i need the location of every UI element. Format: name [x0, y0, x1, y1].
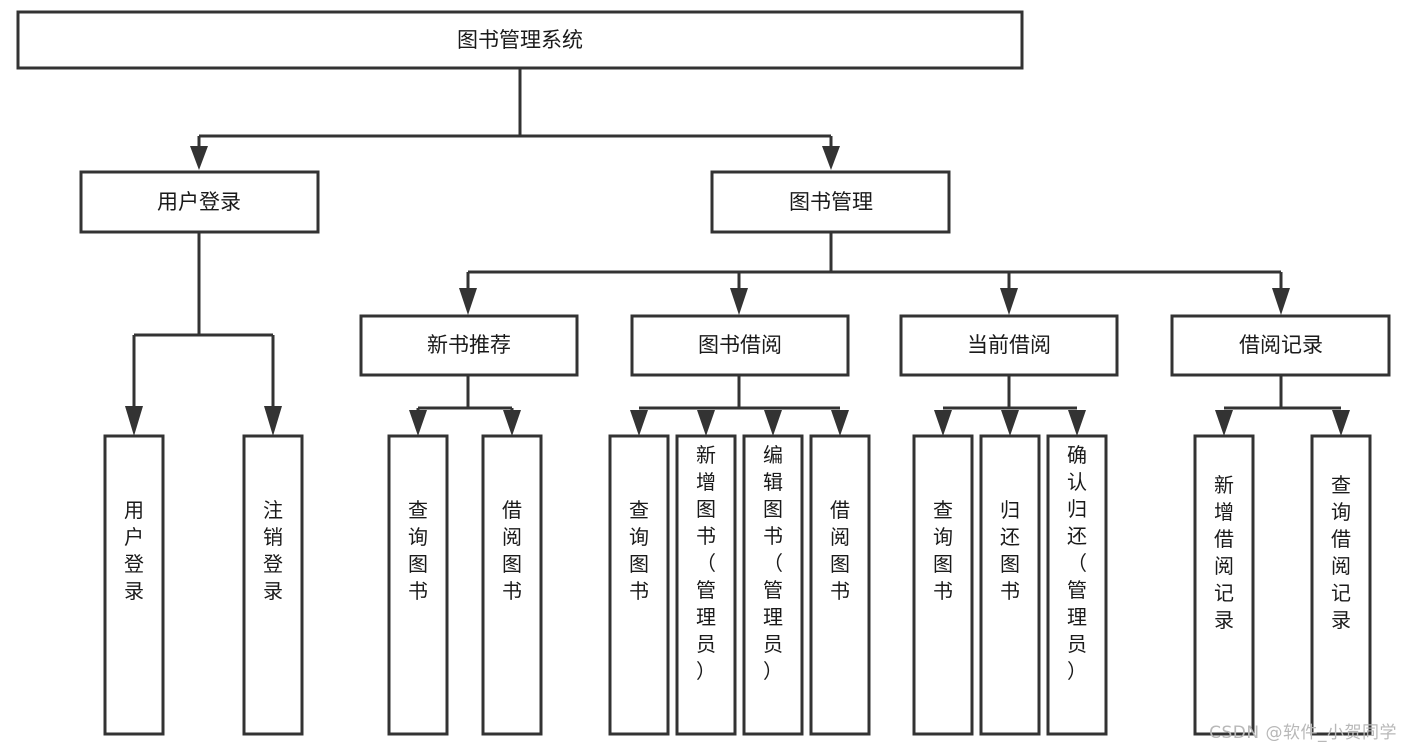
new-book-recommend-label: 新书推荐: [427, 333, 511, 357]
leaf-query-book-1-box[interactable]: [387, 434, 449, 736]
arrow-current-borrow: [1000, 288, 1018, 315]
node-book-borrow[interactable]: 图书借阅: [630, 314, 850, 377]
book-borrow-box[interactable]: [630, 314, 850, 377]
node-leaf-add-record[interactable]: 新增借阅记录: [1193, 434, 1255, 736]
node-current-borrow[interactable]: 当前借阅: [899, 314, 1119, 377]
node-leaf-query-book-2[interactable]: 查询图书: [608, 434, 670, 736]
leaf-user-login-box[interactable]: [103, 434, 165, 736]
arrow-book-management: [822, 146, 840, 170]
node-leaf-borrow-book-1[interactable]: 借阅图书: [481, 434, 543, 736]
arrow-leaf-query-book-1: [409, 410, 427, 436]
arrow-leaf-confirm-return: [1068, 410, 1086, 436]
node-leaf-logout-login[interactable]: 注销登录: [242, 434, 304, 736]
leaf-query-book-2-box[interactable]: [608, 434, 670, 736]
root-box[interactable]: [16, 10, 1024, 70]
connector-layer: [125, 68, 1350, 436]
leaf-add-record-box[interactable]: [1193, 434, 1255, 736]
node-leaf-return-book[interactable]: 归还图书: [979, 434, 1041, 736]
leaf-query-book-2-label: 查询图书: [629, 498, 649, 603]
leaf-add-record-label: 新增借阅记录: [1214, 473, 1234, 632]
leaf-confirm-return-box[interactable]: [1046, 434, 1108, 736]
node-leaf-add-book[interactable]: 新增图书（管理员）: [675, 434, 737, 736]
leaf-borrow-book-2-box[interactable]: [809, 434, 871, 736]
current-borrow-box[interactable]: [899, 314, 1119, 377]
arrow-leaf-add-record: [1215, 410, 1233, 436]
leaf-return-book-box[interactable]: [979, 434, 1041, 736]
node-user-login[interactable]: 用户登录: [79, 170, 320, 234]
book-management-box[interactable]: [710, 170, 951, 234]
arrow-borrow-record: [1272, 288, 1290, 315]
node-leaf-confirm-return[interactable]: 确认归还（管理员）: [1046, 434, 1108, 736]
leaf-logout-login-box[interactable]: [242, 434, 304, 736]
leaf-borrow-book-1-label: 借阅图书: [502, 498, 522, 603]
leaf-logout-login-label: 注销登录: [263, 498, 283, 603]
node-leaf-borrow-book-2[interactable]: 借阅图书: [809, 434, 871, 736]
arrow-leaf-query-book-2: [630, 410, 648, 436]
arrow-leaf-return-book: [1001, 410, 1019, 436]
arrow-leaf-query-book-3: [934, 410, 952, 436]
arrow-leaf-add-book: [697, 410, 715, 436]
leaf-query-record-box[interactable]: [1310, 434, 1372, 736]
leaf-query-book-3-box[interactable]: [912, 434, 974, 736]
book-borrow-label: 图书借阅: [698, 333, 782, 357]
leaf-borrow-book-1-box[interactable]: [481, 434, 543, 736]
leaf-borrow-book-2-label: 借阅图书: [830, 498, 850, 603]
leaf-confirm-return-label: 确认归还（管理员）: [1067, 443, 1087, 683]
node-leaf-query-record[interactable]: 查询借阅记录: [1310, 434, 1372, 736]
node-leaf-edit-book[interactable]: 编辑图书（管理员）: [742, 434, 804, 736]
root-label: 图书管理系统: [457, 28, 583, 52]
leaf-return-book-label: 归还图书: [1000, 498, 1020, 603]
arrow-leaf-edit-book: [764, 410, 782, 436]
node-root[interactable]: 图书管理系统: [16, 10, 1024, 70]
leaf-query-book-1-label: 查询图书: [408, 498, 428, 603]
arrow-leaf-query-record: [1332, 410, 1350, 436]
arrow-leaf-borrow-book-1: [503, 410, 521, 436]
leaf-add-book-box[interactable]: [675, 434, 737, 736]
book-management-label: 图书管理: [789, 190, 873, 214]
leaf-user-login-label: 用户登录: [124, 498, 144, 603]
leaf-edit-book-label: 编辑图书（管理员）: [763, 443, 783, 683]
node-book-management[interactable]: 图书管理: [710, 170, 951, 234]
csdn-watermark: CSDN @软件_小贺同学: [1209, 723, 1397, 743]
arrow-leaf-user-login: [125, 406, 143, 436]
node-new-book-recommend[interactable]: 新书推荐: [359, 314, 579, 377]
leaf-query-record-label: 查询借阅记录: [1331, 473, 1351, 632]
borrow-record-box[interactable]: [1170, 314, 1391, 377]
leaf-add-book-label: 新增图书（管理员）: [696, 443, 716, 683]
new-book-recommend-box[interactable]: [359, 314, 579, 377]
node-leaf-user-login[interactable]: 用户登录: [103, 434, 165, 736]
arrow-book-borrow: [730, 288, 748, 315]
arrow-leaf-logout-login: [264, 406, 282, 436]
node-leaf-query-book-1[interactable]: 查询图书: [387, 434, 449, 736]
leaf-edit-book-box[interactable]: [742, 434, 804, 736]
arrow-new-book: [459, 288, 477, 315]
user-login-box[interactable]: [79, 170, 320, 234]
arrow-user-login: [190, 146, 208, 170]
leaf-query-book-3-label: 查询图书: [933, 498, 953, 603]
current-borrow-label: 当前借阅: [967, 333, 1051, 357]
arrow-leaf-borrow-book-2: [831, 410, 849, 436]
node-borrow-record[interactable]: 借阅记录: [1170, 314, 1391, 377]
node-leaf-query-book-3[interactable]: 查询图书: [912, 434, 974, 736]
borrow-record-label: 借阅记录: [1239, 333, 1323, 357]
user-login-label: 用户登录: [157, 190, 241, 214]
